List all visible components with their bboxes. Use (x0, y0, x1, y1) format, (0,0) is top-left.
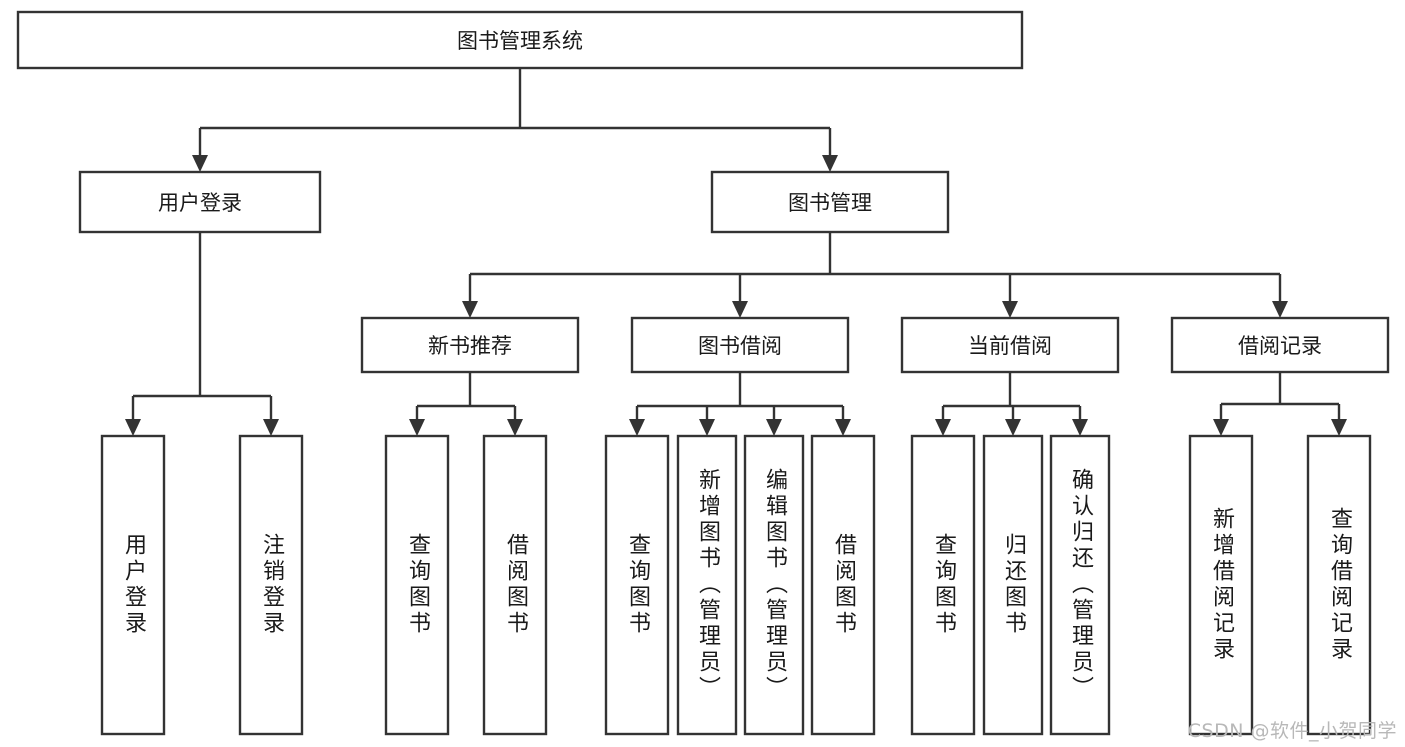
node-label-book-management: 图书管理 (788, 191, 872, 215)
node-box-leaf-query-borrow-record (1306, 434, 1372, 736)
csdn-watermark: CSDN @软件_小贺同学 (1187, 720, 1397, 742)
node-box-user-login (78, 170, 322, 234)
node-box-leaf-add-book (676, 434, 738, 736)
node-box-new-book-recommend (360, 316, 580, 374)
arrow-leaf-query-book-borrow (629, 419, 645, 436)
node-box-leaf-borrow-book (810, 434, 876, 736)
arrow-borrow-record (1272, 301, 1288, 318)
arrow-leaf-borrow-book (835, 419, 851, 436)
arrow-book-borrow (732, 301, 748, 318)
connectors-layer (125, 68, 1347, 436)
node-box-leaf-borrow-book-recommend (482, 434, 548, 736)
node-box-leaf-query-book-borrow (604, 434, 670, 736)
arrow-user-login (192, 155, 208, 172)
boxes-layer (16, 10, 1390, 736)
node-box-leaf-return-book (982, 434, 1044, 736)
arrow-leaf-add-borrow-record (1213, 419, 1229, 436)
node-label-new-book-recommend: 新书推荐 (428, 334, 512, 358)
arrow-book-management (822, 155, 838, 172)
arrow-new-book-recommend (462, 301, 478, 318)
node-box-leaf-add-borrow-record (1188, 434, 1254, 736)
arrow-leaf-user-login (125, 419, 141, 436)
arrow-leaf-return-book (1005, 419, 1021, 436)
node-box-leaf-logout-login (238, 434, 304, 736)
arrow-leaf-query-book-current (935, 419, 951, 436)
node-box-leaf-user-login (100, 434, 166, 736)
node-box-root (16, 10, 1024, 70)
node-label-user-login: 用户登录 (158, 191, 242, 215)
arrow-leaf-edit-book (766, 419, 782, 436)
node-box-leaf-query-book-current (910, 434, 976, 736)
node-box-leaf-confirm-return (1049, 434, 1111, 736)
node-label-book-borrow: 图书借阅 (698, 334, 782, 358)
arrow-leaf-query-borrow-record (1331, 419, 1347, 436)
arrow-current-borrow (1002, 301, 1018, 318)
node-label-root: 图书管理系统 (457, 29, 583, 53)
arrow-leaf-borrow-book-recommend (507, 419, 523, 436)
arrow-leaf-logout-login (263, 419, 279, 436)
node-box-leaf-edit-book (743, 434, 805, 736)
node-box-borrow-record (1170, 316, 1390, 374)
node-box-book-borrow (630, 316, 850, 374)
node-box-leaf-query-book-recommend (384, 434, 450, 736)
node-box-current-borrow (900, 316, 1120, 374)
arrow-leaf-query-book-recommend (409, 419, 425, 436)
node-label-current-borrow: 当前借阅 (968, 334, 1052, 358)
node-label-borrow-record: 借阅记录 (1238, 334, 1322, 358)
arrow-leaf-add-book (699, 419, 715, 436)
node-box-book-management (710, 170, 950, 234)
arrow-leaf-confirm-return (1072, 419, 1088, 436)
